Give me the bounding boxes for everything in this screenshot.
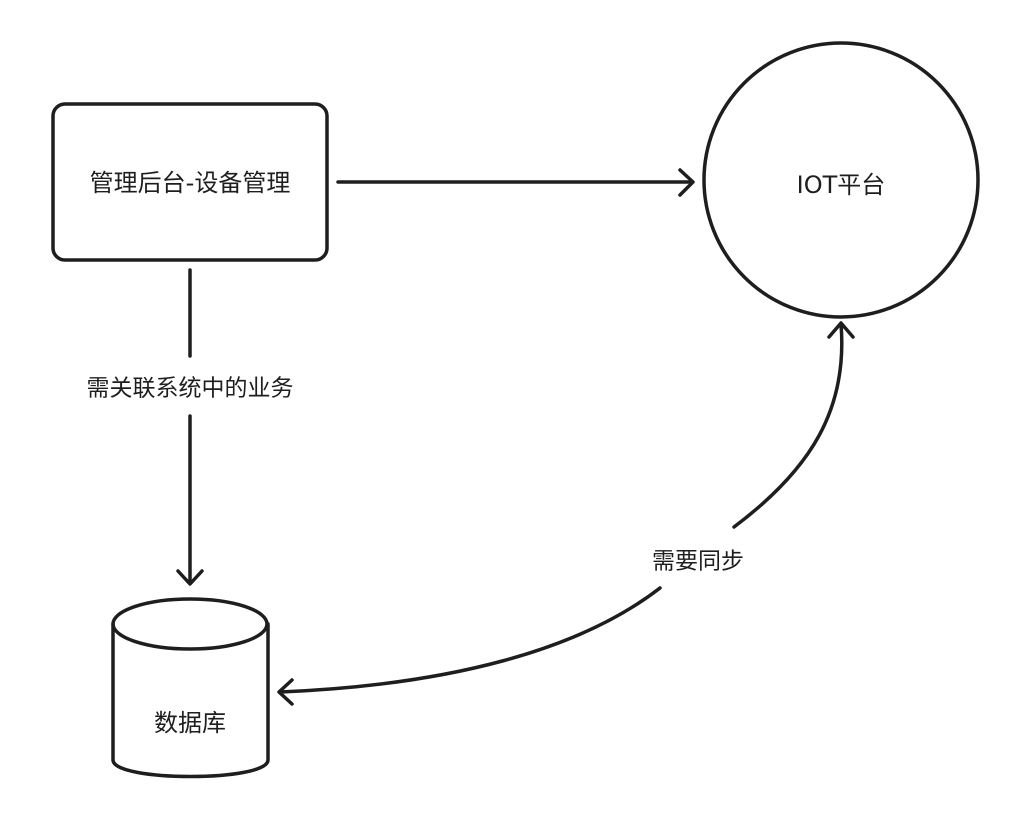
- edge-admin-to-db-label: 需关联系统中的业务: [87, 376, 294, 402]
- edge-iot-db-sync-label: 需要同步: [652, 549, 744, 575]
- node-admin[interactable]: 管理后台-设备管理: [51, 102, 329, 262]
- edge-iot-db-sync-curve-upper: [732, 322, 844, 529]
- node-iot[interactable]: IOT平台: [702, 41, 980, 319]
- edge-admin-to-iot-arrowhead: [678, 168, 695, 197]
- edge-iot-db-sync-arrowhead-iot: [827, 321, 855, 339]
- edge-admin-to-iot: [336, 168, 695, 197]
- edge-admin-to-db: 需关联系统中的业务: [87, 268, 294, 586]
- node-admin-shape: [51, 102, 329, 262]
- node-iot-shape: [702, 41, 980, 319]
- node-db-body: [111, 622, 270, 779]
- edge-iot-db-sync-arrowhead-db: [277, 678, 294, 706]
- edge-iot-db-sync-curve-lower: [278, 586, 662, 694]
- node-db[interactable]: 数据库: [111, 597, 270, 779]
- node-db-top: [111, 597, 269, 651]
- node-admin-label: 管理后台-设备管理: [90, 169, 291, 197]
- edge-iot-db-sync: 需要同步: [277, 321, 855, 706]
- edge-admin-to-db-arrowhead: [176, 569, 204, 586]
- node-db-label: 数据库: [154, 709, 226, 737]
- node-iot-label: IOT平台: [797, 171, 886, 199]
